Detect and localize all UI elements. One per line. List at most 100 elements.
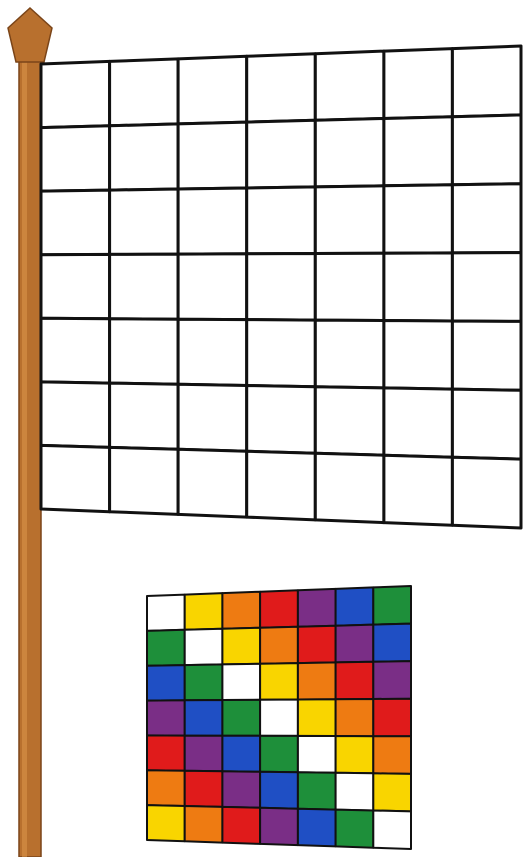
wiphala-color-cell <box>373 586 411 625</box>
empty-grid-cell[interactable] <box>110 254 179 319</box>
wiphala-color-cell <box>336 699 374 736</box>
empty-grid-cell[interactable] <box>452 46 521 117</box>
empty-grid-cell[interactable] <box>41 126 110 191</box>
wiphala-color-cell <box>222 628 260 665</box>
wiphala-color-cell <box>336 736 374 773</box>
empty-grid-cell[interactable] <box>452 321 521 390</box>
wiphala-color-cell <box>298 809 336 847</box>
empty-grid-cell[interactable] <box>110 447 179 514</box>
empty-grid-cell[interactable] <box>315 320 384 388</box>
wiphala-color-cell <box>298 772 336 809</box>
wiphala-color-cell <box>336 662 374 699</box>
wiphala-color-cell <box>222 700 260 736</box>
empty-grid-cell[interactable] <box>41 190 110 255</box>
empty-grid-cell[interactable] <box>384 49 453 119</box>
flagpole-highlight <box>22 60 27 857</box>
empty-grid-cell[interactable] <box>110 189 179 254</box>
empty-grid-cell[interactable] <box>384 455 453 525</box>
empty-grid-cell[interactable] <box>41 318 110 383</box>
wiphala-color-cell <box>185 629 223 665</box>
wiphala-color-cell <box>373 699 411 737</box>
wiphala-color-cell <box>222 807 260 844</box>
empty-grid-cell[interactable] <box>384 388 453 457</box>
wiphala-color-cell <box>185 736 223 772</box>
empty-grid-cell[interactable] <box>178 254 247 320</box>
wiphala-color-cell <box>222 736 260 772</box>
empty-grid-cell[interactable] <box>178 122 247 189</box>
empty-grid-cell[interactable] <box>452 389 521 459</box>
wiphala-color-cell <box>336 625 374 663</box>
wiphala-color-cell <box>147 665 185 701</box>
empty-grid-cell[interactable] <box>384 321 453 390</box>
wiphala-color-cell <box>298 589 336 627</box>
wiphala-color-cell <box>260 700 298 736</box>
empty-grid-cell[interactable] <box>178 56 247 124</box>
empty-grid-cell[interactable] <box>384 117 453 186</box>
wiphala-color-cell <box>147 700 185 735</box>
wiphala-color-cell <box>222 771 260 808</box>
wiphala-color-cell <box>185 806 223 843</box>
empty-grid-cell[interactable] <box>247 187 316 254</box>
wiphala-color-cell <box>298 699 336 736</box>
empty-grid-cell[interactable] <box>384 253 453 321</box>
empty-grid-cell[interactable] <box>247 386 316 454</box>
empty-grid-cell[interactable] <box>315 51 384 120</box>
wiphala-color-cell <box>147 770 185 806</box>
wiphala-color-cell <box>298 626 336 663</box>
wiphala-color-cell <box>260 736 298 773</box>
empty-grid-cell[interactable] <box>41 445 110 511</box>
empty-grid-cell[interactable] <box>315 253 384 320</box>
wiphala-color-cell <box>222 592 260 629</box>
wiphala-color-cell <box>260 663 298 700</box>
wiphala-color-grid <box>147 586 411 849</box>
empty-grid-cell[interactable] <box>110 59 179 126</box>
empty-flag-grid[interactable] <box>41 46 521 528</box>
empty-grid-cell[interactable] <box>41 382 110 448</box>
empty-grid-cell[interactable] <box>315 119 384 187</box>
wiphala-color-cell <box>185 700 223 736</box>
empty-grid-cell[interactable] <box>384 185 453 253</box>
empty-grid-cell[interactable] <box>247 54 316 122</box>
empty-grid-cell[interactable] <box>247 254 316 321</box>
empty-grid-cell[interactable] <box>452 115 521 185</box>
empty-grid-cell[interactable] <box>452 184 521 253</box>
empty-grid-cell[interactable] <box>315 453 384 522</box>
empty-grid-cell[interactable] <box>315 387 384 456</box>
wiphala-color-cell <box>336 773 374 811</box>
wiphala-color-cell <box>373 773 411 811</box>
wiphala-color-cell <box>298 736 336 773</box>
wiphala-color-cell <box>260 590 298 627</box>
empty-grid-cell[interactable] <box>315 186 384 254</box>
wiphala-color-cell <box>260 627 298 664</box>
wiphala-color-cell <box>298 662 336 699</box>
wiphala-color-cell <box>147 805 185 841</box>
empty-grid-cell[interactable] <box>178 384 247 451</box>
empty-grid-cell[interactable] <box>41 254 110 318</box>
empty-grid-cell[interactable] <box>452 253 521 322</box>
wiphala-color-cell <box>373 811 411 850</box>
empty-grid-cell[interactable] <box>178 188 247 254</box>
wiphala-color-cell <box>373 661 411 699</box>
flagpole-finial-icon <box>8 8 52 62</box>
wiphala-color-cell <box>260 772 298 809</box>
empty-grid-cell[interactable] <box>178 449 247 517</box>
wiphala-color-cell <box>260 808 298 845</box>
wiphala-color-cell <box>185 664 223 700</box>
wiphala-color-cell <box>373 624 411 662</box>
empty-grid-cell[interactable] <box>110 124 179 190</box>
empty-grid-cell[interactable] <box>452 457 521 528</box>
wiphala-color-cell <box>222 664 260 700</box>
empty-grid-cell[interactable] <box>247 451 316 520</box>
empty-grid-cell[interactable] <box>178 319 247 385</box>
empty-grid-cell[interactable] <box>247 120 316 188</box>
wiphala-color-cell <box>185 593 223 630</box>
wiphala-color-cell <box>147 595 185 631</box>
wiphala-color-cell <box>147 630 185 666</box>
empty-grid-cell[interactable] <box>41 61 110 127</box>
empty-grid-cell[interactable] <box>110 383 179 449</box>
empty-grid-cell[interactable] <box>110 319 179 385</box>
empty-grid-cell[interactable] <box>247 320 316 387</box>
wiphala-color-cell <box>373 736 411 774</box>
wiphala-color-cell <box>336 587 374 625</box>
